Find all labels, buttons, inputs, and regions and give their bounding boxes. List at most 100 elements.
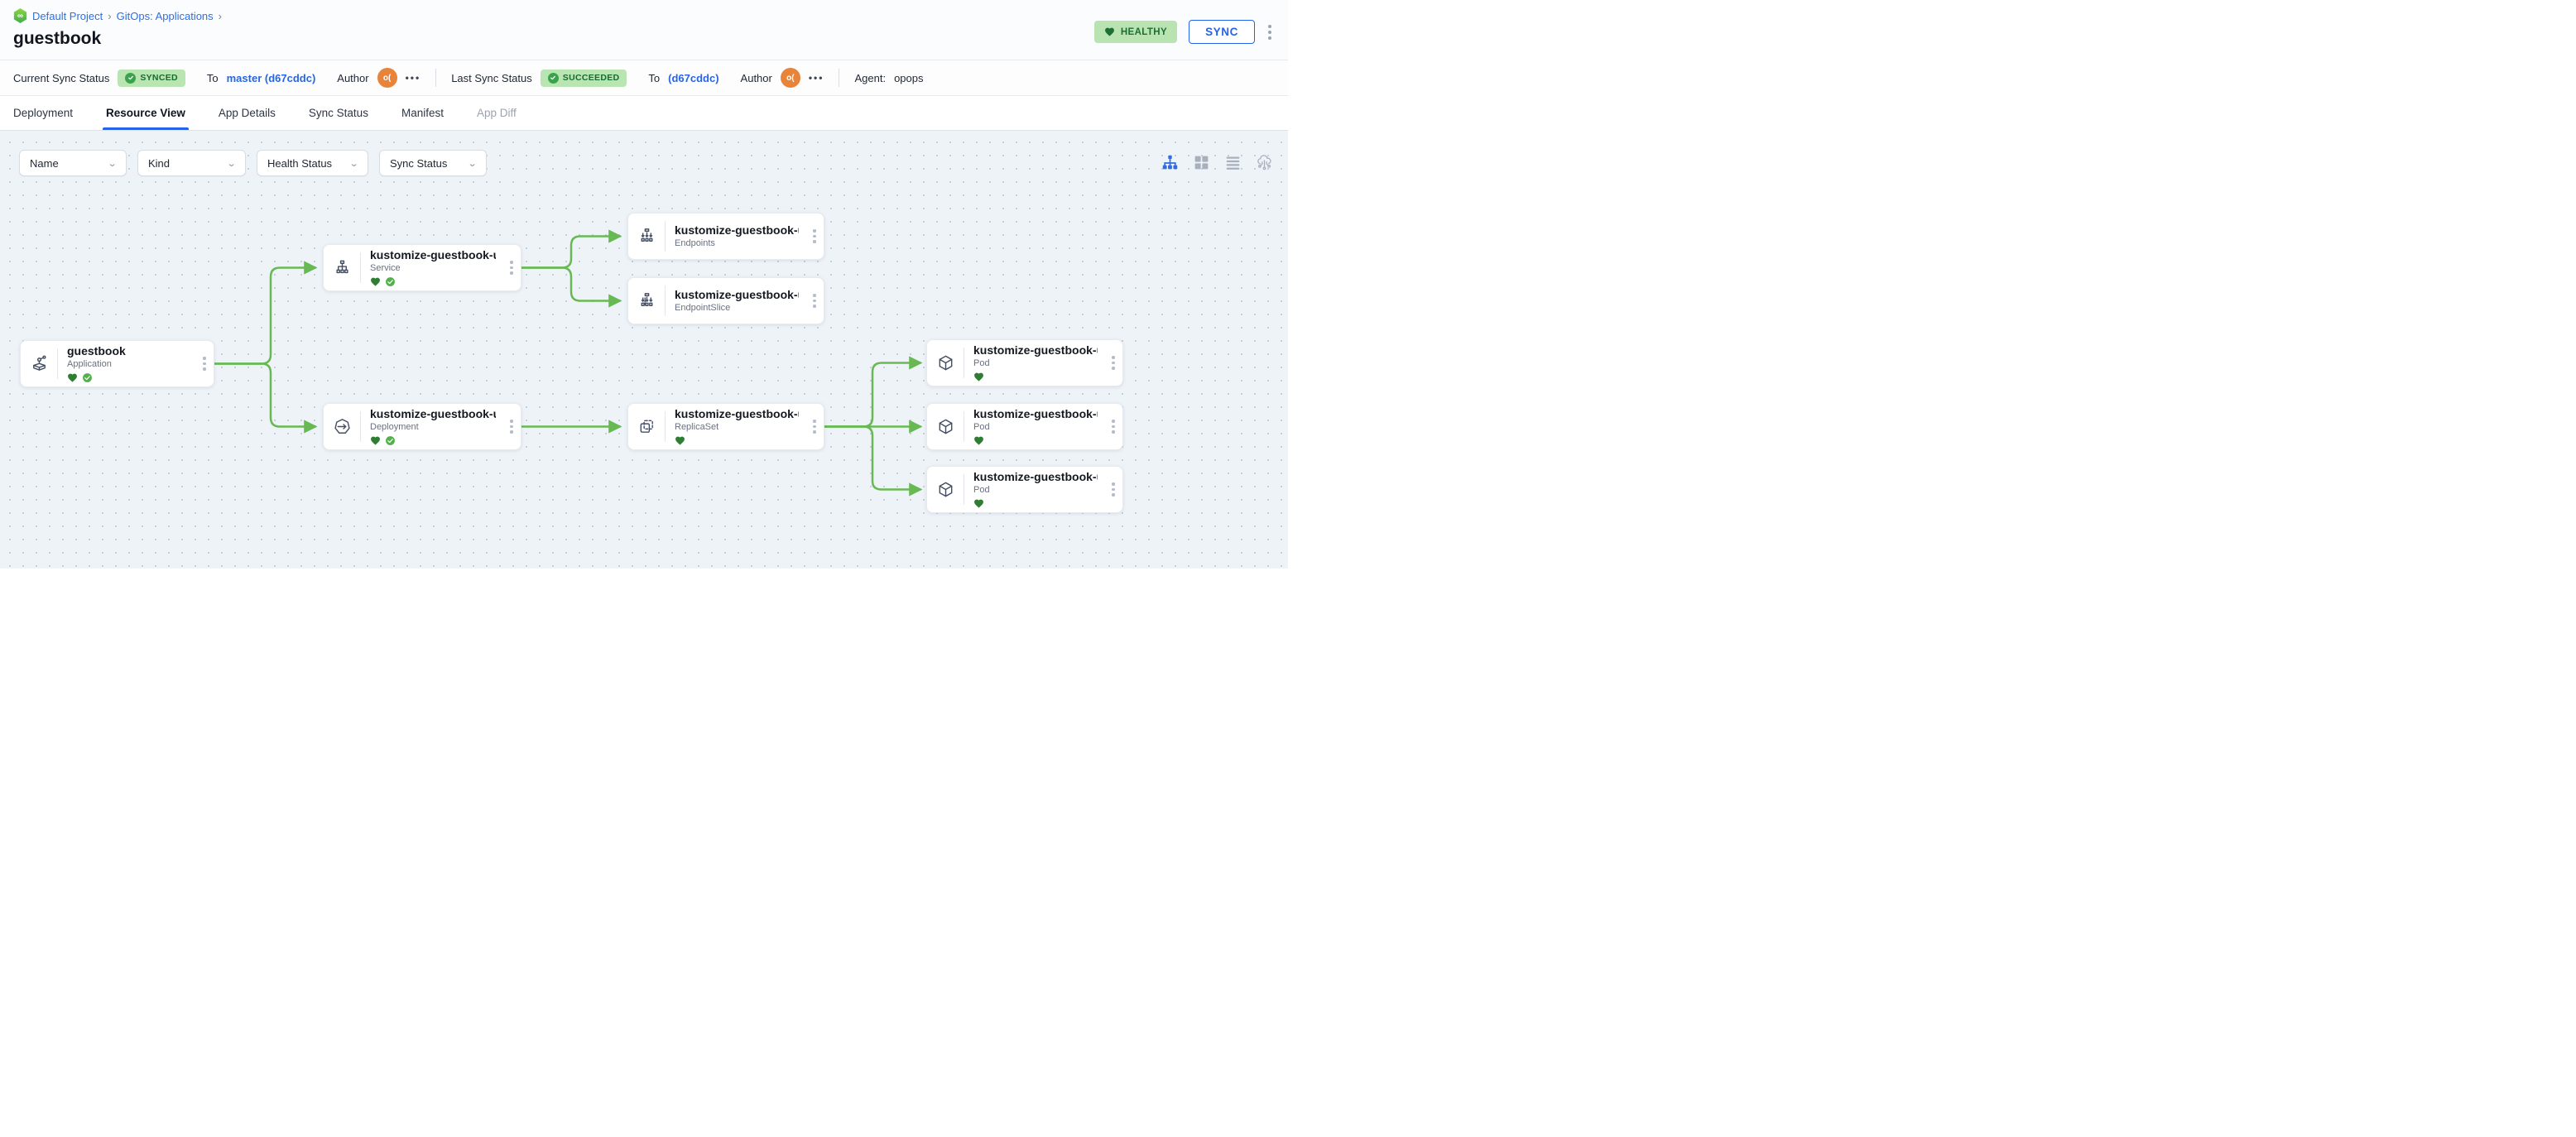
breadcrumb-gitops-link[interactable]: GitOps: Applications [116,9,214,22]
tab-app-diff[interactable]: App Diff [476,107,517,119]
cloud-view-icon[interactable] [1256,154,1273,171]
node-application-guestbook[interactable]: guestbook Application [20,340,214,387]
check-circle-icon [125,72,137,84]
healthy-heart-icon [974,436,983,445]
node-replicaset[interactable]: kustomize-guestbook-ui-... ReplicaSet [627,403,824,450]
node-more-menu[interactable] [1104,340,1122,386]
filter-health-status[interactable]: Health Status⌄ [257,150,368,176]
tab-deployment[interactable]: Deployment [13,107,74,119]
healthy-heart-icon [675,436,685,445]
author-label: Author [337,71,369,84]
author-avatar[interactable]: o( [377,68,397,88]
healthy-heart-icon [371,436,380,445]
node-kind: ReplicaSet [675,422,719,433]
breadcrumb-separator: › [218,9,223,22]
pod-icon [927,467,964,512]
node-more-menu[interactable] [502,245,521,290]
node-deployment[interactable]: kustomize-guestbook-ui Deployment [323,403,521,450]
node-title: kustomize-guestbook-ui-... [973,343,1098,357]
divider [435,69,437,87]
current-sync-label: Current Sync Status [13,71,110,84]
view-mode-switcher [1161,154,1273,171]
endpointslice-icon [628,278,665,324]
node-endpointslice[interactable]: kustomize-guestbook-ui-... EndpointSlice [627,277,824,324]
healthy-heart-icon [974,372,983,381]
tab-resource-view[interactable]: Resource View [103,96,189,130]
node-endpoints[interactable]: kustomize-guestbook-ui Endpoints [627,213,824,260]
to-label: To [206,71,219,84]
synced-check-icon [386,436,395,446]
filter-sync-status[interactable]: Sync Status⌄ [379,150,487,176]
chevron-down-icon: ⌄ [467,158,478,169]
check-circle-icon [547,72,559,84]
node-title: kustomize-guestbook-ui-... [973,469,1098,483]
to-label: To [648,71,661,84]
tree-view-icon[interactable] [1161,154,1179,171]
chevron-down-icon: ⌄ [226,158,237,169]
synced-check-icon [83,373,92,383]
healthy-heart-icon [974,499,983,508]
node-title: guestbook [67,343,126,357]
sync-button[interactable]: SYNC [1189,20,1255,44]
health-badge-label: HEALTHY [1120,26,1168,37]
node-service[interactable]: kustomize-guestbook-ui Service [323,244,521,291]
node-kind: Pod [973,485,990,496]
node-title: kustomize-guestbook-ui [370,406,496,420]
node-pod-3[interactable]: kustomize-guestbook-ui-... Pod [926,466,1123,513]
app-header: ∞ Default Project › GitOps: Applications… [0,0,1288,60]
last-commit-link[interactable]: (d67cddc) [668,71,719,84]
synced-badge: SYNCED [118,69,185,87]
replicaset-icon [628,404,665,449]
agent-label: Agent: [854,71,887,84]
grid-view-icon[interactable] [1193,154,1210,171]
pod-icon [927,340,964,386]
author-avatar[interactable]: o( [780,68,800,88]
tab-bar: Deployment Resource View App Details Syn… [0,96,1288,131]
current-commit-link[interactable]: master (d67cddc) [226,71,316,84]
heart-icon [1104,27,1114,36]
succeeded-badge: SUCCEEDED [540,69,627,87]
list-view-icon[interactable] [1224,154,1242,171]
node-more-menu[interactable] [195,341,214,386]
node-title: kustomize-guestbook-ui-... [675,406,799,420]
node-more-menu[interactable] [805,278,824,324]
node-title: kustomize-guestbook-ui-... [675,287,799,301]
pod-icon [927,404,964,449]
synced-badge-label: SYNCED [140,73,178,83]
filter-name[interactable]: Name⌄ [19,150,127,176]
application-icon [21,341,57,386]
node-more-menu[interactable] [1104,467,1122,512]
node-pod-1[interactable]: kustomize-guestbook-ui-... Pod [926,339,1123,386]
breadcrumb-project-link[interactable]: Default Project [32,9,103,22]
tab-app-details[interactable]: App Details [218,107,276,119]
node-pod-2[interactable]: kustomize-guestbook-ui-... Pod [926,403,1123,450]
health-status-badge: HEALTHY [1093,21,1178,43]
node-kind: Endpoints [675,238,715,249]
node-title: kustomize-guestbook-ui-... [973,406,1098,420]
agent-value: opops [894,71,924,84]
last-sync-label: Last Sync Status [451,71,532,84]
resource-tree-canvas[interactable]: Name⌄ Kind⌄ Health Status⌄ Sync Status⌄ [0,131,1288,568]
sync-status-bar: Current Sync Status SYNCED To master (d6… [0,60,1288,96]
succeeded-badge-label: SUCCEEDED [562,73,620,83]
page-title: guestbook [13,29,102,48]
node-more-menu[interactable] [805,404,824,449]
node-title: kustomize-guestbook-ui [370,247,496,261]
chevron-down-icon: ⌄ [107,158,118,169]
header-more-menu[interactable] [1266,23,1273,41]
breadcrumb-separator: › [108,9,112,22]
node-more-menu[interactable] [805,213,824,259]
node-more-menu[interactable] [1104,404,1122,449]
tab-sync-status[interactable]: Sync Status [308,107,368,119]
commit-details-more[interactable]: ••• [405,72,421,84]
breadcrumb: ∞ Default Project › GitOps: Applications… [13,8,1275,23]
author-label: Author [740,71,772,84]
commit-details-more[interactable]: ••• [808,72,824,84]
filter-kind[interactable]: Kind⌄ [137,150,246,176]
node-more-menu[interactable] [502,404,521,449]
node-kind: EndpointSlice [675,303,731,314]
node-title: kustomize-guestbook-ui [675,223,799,237]
gitops-logo-icon: ∞ [13,8,27,23]
tab-manifest[interactable]: Manifest [401,107,444,119]
deployment-icon [324,404,360,449]
